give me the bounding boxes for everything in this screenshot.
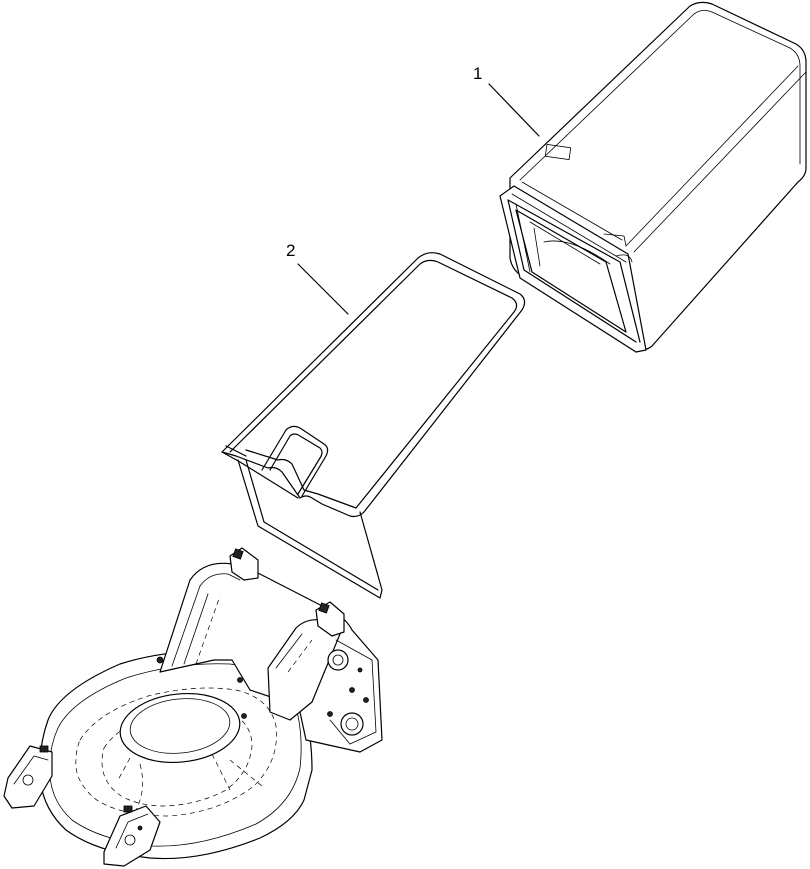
callout-label: 1: [473, 64, 482, 83]
bag-frame-part[interactable]: [221, 252, 526, 599]
grass-bag-part[interactable]: [499, 1, 807, 353]
mower-deck-assembly: [3, 547, 383, 867]
callout-label: 2: [286, 241, 295, 260]
callout-2: 2: [286, 241, 349, 315]
callout-1: 1: [473, 64, 540, 137]
leader-line: [488, 83, 540, 137]
leader-line: [297, 263, 349, 315]
